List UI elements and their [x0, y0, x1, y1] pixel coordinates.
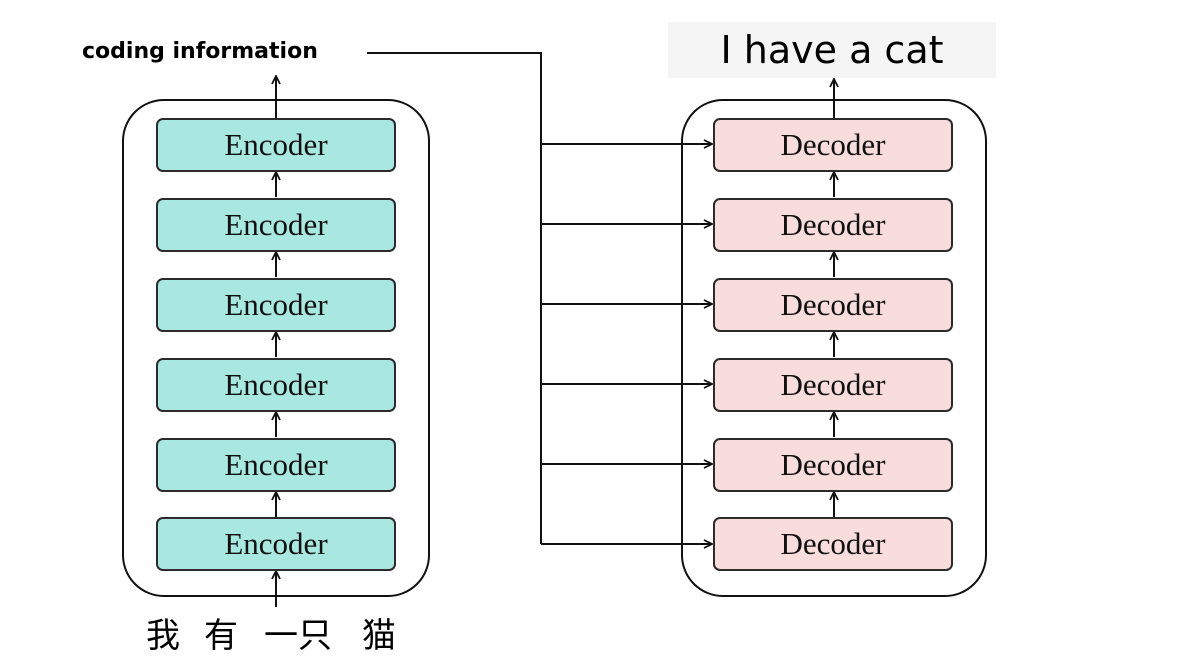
input-token: 一只 — [264, 616, 332, 656]
input-token: 有 — [204, 616, 238, 656]
decoder-block: Decoder — [713, 118, 953, 172]
encoder-block: Encoder — [156, 278, 396, 332]
coding-information-label: coding information — [82, 39, 318, 64]
decoder-block: Decoder — [713, 517, 953, 571]
encoder-block: Encoder — [156, 358, 396, 412]
decoder-block: Decoder — [713, 278, 953, 332]
input-token: 我 — [146, 616, 180, 656]
encoder-block: Encoder — [156, 198, 396, 252]
decoder-block: Decoder — [713, 438, 953, 492]
decoder-stack — [681, 99, 987, 597]
output-sentence: I have a cat — [668, 22, 996, 78]
decoder-block: Decoder — [713, 358, 953, 412]
encoder-stack — [122, 99, 430, 597]
coding-information-line — [367, 52, 542, 544]
encoder-block: Encoder — [156, 438, 396, 492]
decoder-block: Decoder — [713, 198, 953, 252]
encoder-block: Encoder — [156, 118, 396, 172]
encoder-block: Encoder — [156, 517, 396, 571]
input-token: 猫 — [362, 616, 396, 656]
